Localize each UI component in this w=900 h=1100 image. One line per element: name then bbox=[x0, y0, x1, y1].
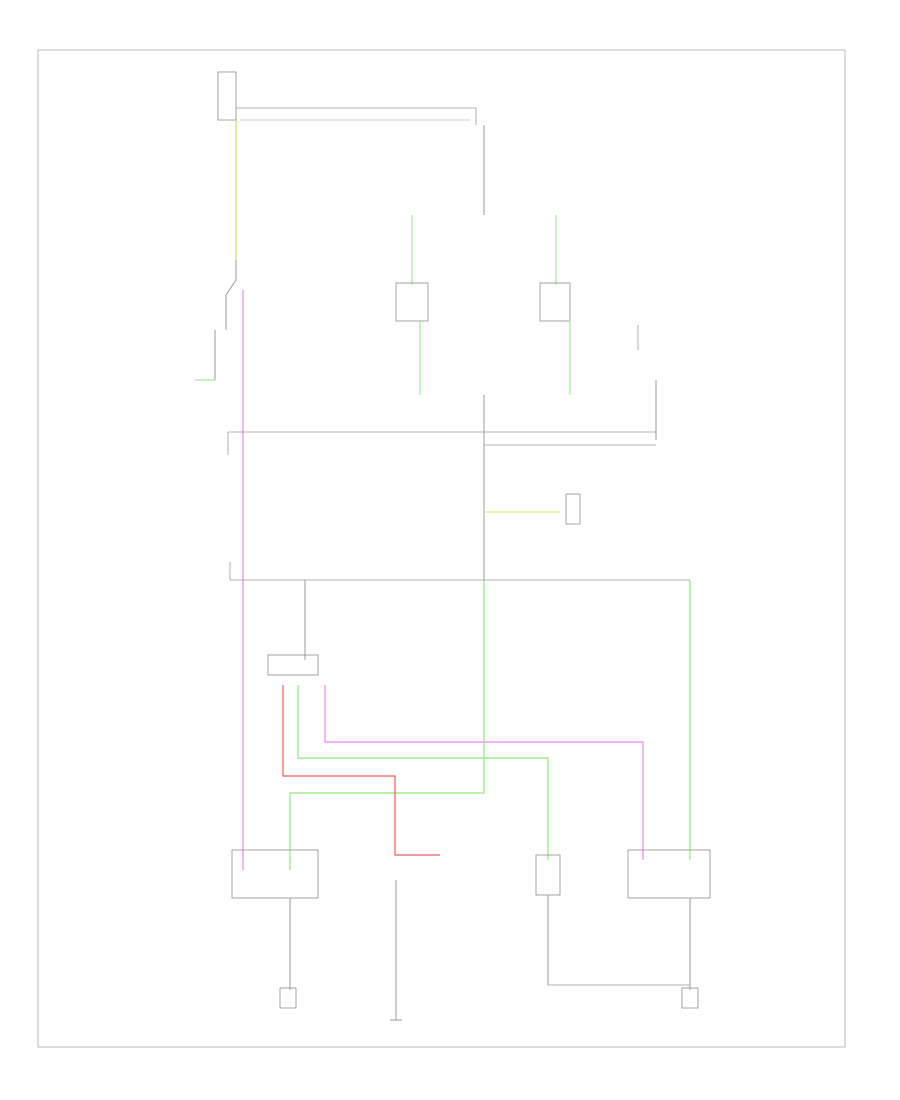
fuse-box bbox=[217, 71, 237, 121]
right-center-unit bbox=[535, 854, 690, 986]
wire-green-right-center bbox=[297, 685, 549, 860]
ground-right-bottom bbox=[681, 987, 699, 1009]
ground-left bbox=[195, 330, 216, 381]
wire-left-upper bbox=[225, 120, 237, 296]
right-unit bbox=[627, 849, 711, 990]
relay-lower bbox=[267, 580, 319, 676]
switch-a bbox=[395, 215, 429, 395]
switch-b bbox=[539, 215, 571, 395]
wire-red-right bbox=[324, 685, 644, 860]
wire-red bbox=[282, 685, 440, 856]
power-relay bbox=[236, 107, 477, 125]
diagram-frame bbox=[37, 49, 846, 1048]
ground-left-bottom bbox=[279, 987, 297, 1009]
module-small bbox=[484, 493, 581, 525]
bus-upper bbox=[227, 431, 656, 455]
wire-green-center bbox=[289, 580, 485, 870]
right-connector bbox=[637, 325, 657, 440]
left-unit bbox=[231, 849, 319, 990]
bus-lower bbox=[229, 562, 690, 581]
